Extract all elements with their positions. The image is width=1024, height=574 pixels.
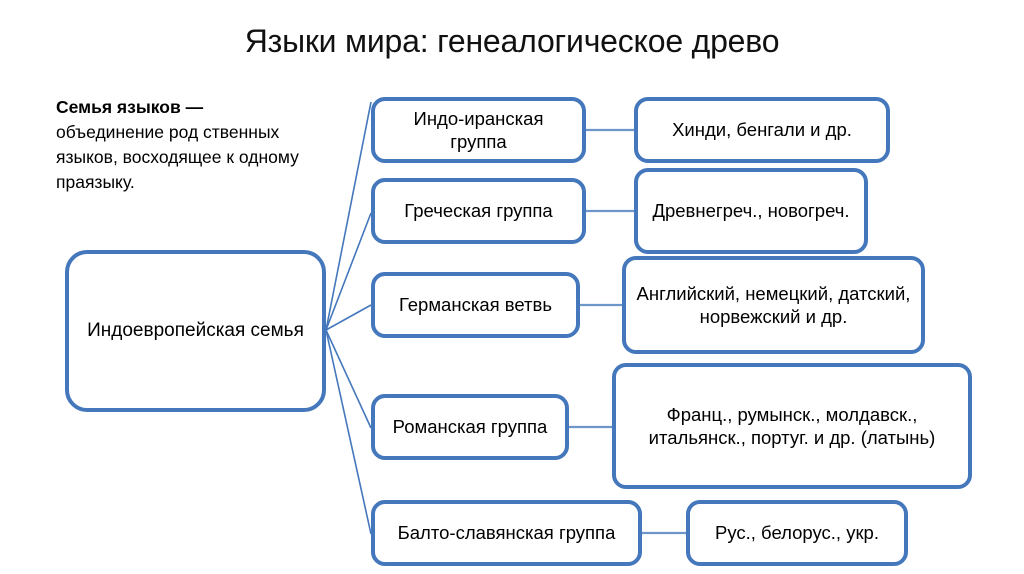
node-root-family-label: Индоевропейская семья bbox=[87, 320, 304, 342]
node-languages-indo-iranian-label: Хинди, бенгали и др. bbox=[672, 119, 852, 141]
connector-root-4 bbox=[325, 329, 372, 429]
node-group-greek-label: Греческая группа bbox=[404, 200, 553, 222]
node-group-indo-iranian-label: Индо-иранская группа bbox=[413, 107, 544, 152]
definition-body: объединение род ственных языков, восходя… bbox=[56, 121, 299, 192]
node-group-romance-label: Романская группа bbox=[392, 416, 548, 438]
node-languages-greek-label: Древнегреч., новогреч. bbox=[652, 200, 850, 222]
node-group-germanic-label: Германская ветвь bbox=[398, 294, 552, 316]
page-title: Языки мира: генеалогическое древо bbox=[244, 23, 780, 59]
node-languages-germanic-label: Английский, немецкий, датский, норвежски… bbox=[636, 282, 911, 327]
connector-root-1 bbox=[325, 101, 372, 331]
node-group-balto-slavic[interactable]: Балто-славянская группа bbox=[371, 500, 642, 566]
node-group-indo-iranian[interactable]: Индо-иранская группа bbox=[371, 97, 586, 163]
definition-text: Семья языков — объединение род ственных … bbox=[56, 95, 306, 194]
node-languages-romance[interactable]: Франц., румынск., молдавск., итальянск.,… bbox=[612, 363, 972, 489]
node-languages-balto-slavic[interactable]: Рус., белорус., укр. bbox=[686, 500, 908, 566]
node-languages-balto-slavic-label: Рус., белорус., укр. bbox=[715, 522, 879, 544]
node-group-balto-slavic-label: Балто-славянская группа bbox=[397, 522, 616, 544]
node-group-romance[interactable]: Романская группа bbox=[371, 394, 569, 460]
connector-root-5 bbox=[325, 329, 372, 535]
node-root-family[interactable]: Индоевропейская семья bbox=[65, 250, 326, 412]
connector-root-3 bbox=[325, 304, 372, 331]
node-group-greek[interactable]: Греческая группа bbox=[371, 178, 586, 244]
definition-lead: Семья языков — bbox=[56, 97, 204, 117]
connector-root-2 bbox=[325, 212, 372, 331]
node-languages-indo-iranian[interactable]: Хинди, бенгали и др. bbox=[634, 97, 890, 163]
node-languages-greek[interactable]: Древнегреч., новогреч. bbox=[634, 168, 868, 254]
node-languages-germanic[interactable]: Английский, немецкий, датский, норвежски… bbox=[622, 256, 925, 354]
node-languages-romance-label: Франц., румынск., молдавск., итальянск.,… bbox=[648, 403, 936, 448]
node-group-germanic[interactable]: Германская ветвь bbox=[371, 272, 580, 338]
